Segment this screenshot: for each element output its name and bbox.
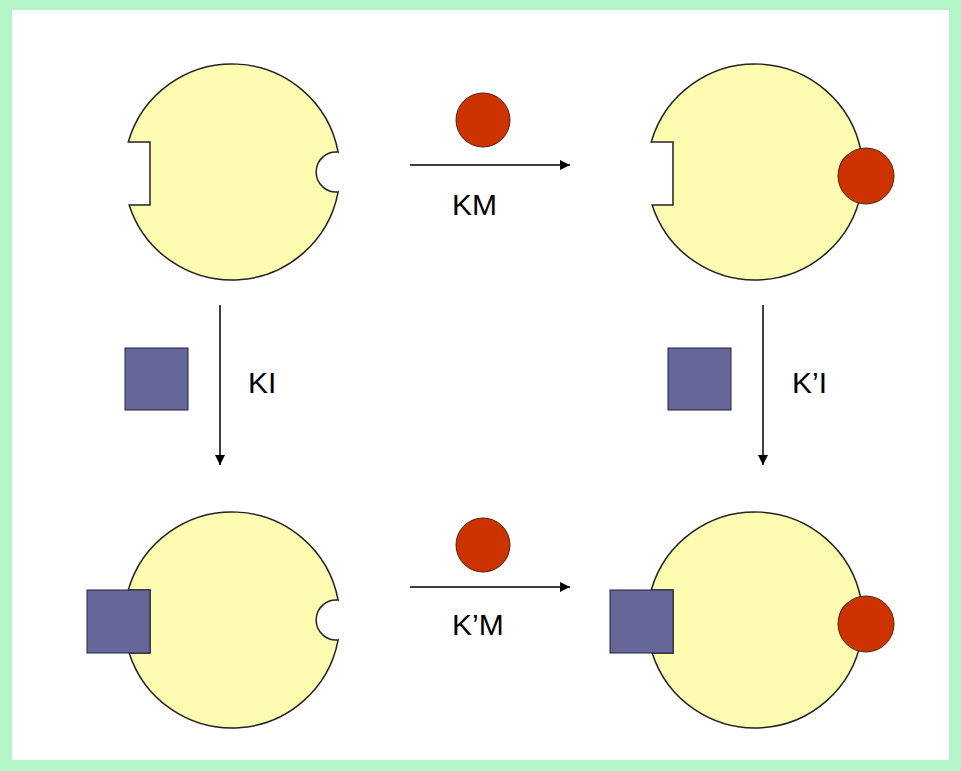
reaction-arrow [762,305,764,465]
inhibitor-square [668,348,731,410]
constant-label: KM [452,188,497,221]
constant-label: KI [248,366,276,399]
reaction-arrow [219,305,221,465]
substrate-ball [456,93,510,147]
substrate-enzyme [651,64,861,280]
reaction-arrow [410,164,570,166]
substrate-ball [838,596,894,652]
constant-label: K’M [452,608,504,641]
substrate-ball [838,148,894,204]
substrate-ball [456,518,510,572]
inhibitor-square [87,590,150,653]
reaction-arrow [410,586,570,588]
ternary-enzyme [651,512,861,728]
constant-label: K’I [792,366,827,399]
free-enzyme [128,64,338,280]
inhibitor-square [610,590,673,653]
inhibitor-enzyme [128,512,338,728]
inhibitor-square [125,348,188,410]
